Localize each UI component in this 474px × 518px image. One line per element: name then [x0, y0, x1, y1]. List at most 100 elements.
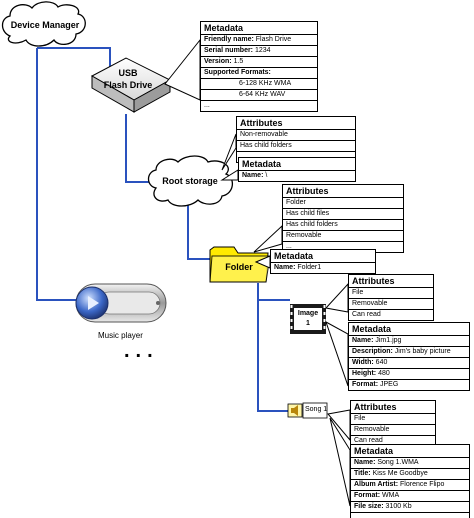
image-format-label: Format: [352, 381, 379, 388]
usb-version-label: Version: [204, 58, 232, 65]
song-metadata-header: Metadata [351, 445, 469, 458]
song-format-label: Format: [354, 492, 381, 499]
usb-formats-row: Supported Formats: [201, 68, 317, 79]
usb-version-row: Version: 1.5 [201, 57, 317, 68]
folder-metadata-box: Metadata Name: Folder1 [270, 249, 376, 274]
song-size-label: File size: [354, 503, 384, 510]
connector-folder-image [257, 283, 290, 301]
folder-name-row: Name: Folder1 [271, 263, 375, 273]
image-attributes-box: Attributes File Removable Can read [348, 274, 434, 321]
root-storage-cloud [147, 155, 233, 207]
image-attribute-3: Can read [352, 311, 381, 318]
song-node-frame [302, 402, 328, 419]
music-player-label: Music player [98, 331, 143, 340]
song-format-value: WMA [382, 492, 400, 499]
folder-name-value: Folder1 [297, 264, 322, 271]
root-attribute-1: Non-removable [237, 130, 355, 141]
folder-attribute-1: Folder [283, 198, 403, 209]
folder-label: Folder [225, 262, 253, 272]
image-name-label: Name: [352, 337, 374, 344]
image-attribute-1: File [349, 288, 433, 299]
usb-friendly-name-label: Friendly name: [204, 36, 254, 43]
root-metadata-box: Metadata Name: \ [238, 157, 356, 182]
connector-usb-root [125, 114, 150, 183]
folder-name-label: Name: [274, 264, 296, 271]
folder-metadata-header: Metadata [271, 250, 375, 263]
image-description-value: Jim's baby picture [394, 348, 451, 355]
image-name-row: Name: Jim1.jpg [349, 336, 469, 347]
song-format-row: Format: WMA [351, 491, 469, 502]
root-attributes-header: Attributes [237, 117, 355, 130]
image-file-label-line2: 1 [306, 320, 310, 327]
usb-metadata-box: Metadata Friendly name: Flash Drive Seri… [200, 21, 318, 112]
usb-serial-label: Serial number: [204, 47, 254, 54]
song-artist-value: Florence Flipo [400, 481, 445, 488]
image-description-row: Description: Jim's baby picture [349, 347, 469, 358]
image-format-value: JPEG [380, 381, 399, 388]
image-height-row: Height: 480 [349, 369, 469, 380]
image-format-row: Format: JPEG [349, 380, 469, 390]
folder-attribute-2: Has child files [283, 209, 403, 220]
folder-attribute-5: ... [286, 243, 292, 250]
root-storage-label: Root storage [162, 176, 218, 186]
folder-attribute-3: Has child folders [283, 220, 403, 231]
usb-metadata-header: Metadata [201, 22, 317, 35]
usb-format-2-row: 6-64 KHz WAV [201, 90, 317, 101]
song-artist-row: Album Artist: Florence Flipo [351, 480, 469, 491]
image-file-node [290, 304, 326, 334]
root-attributes-box: Attributes Non-removable Has child folde… [236, 116, 356, 163]
usb-drive-label-line2: Flash Drive [103, 80, 153, 90]
image-width-value: 640 [375, 359, 388, 366]
folder-attributes-header: Attributes [283, 185, 403, 198]
usb-friendly-name-value: Flash Drive [255, 36, 292, 43]
image-description-label: Description: [352, 348, 393, 355]
connector-folder-song [257, 300, 288, 412]
root-name-label: Name: [242, 172, 264, 179]
root-metadata-header: Metadata [239, 158, 355, 171]
song-more-row: ... [354, 514, 360, 518]
connector-root-folder [187, 203, 210, 260]
root-attribute-2: Has child folders [237, 141, 355, 152]
image-attribute-2: Removable [349, 299, 433, 310]
song-artist-label: Album Artist: [354, 481, 399, 488]
usb-more-row: ... [204, 102, 210, 109]
song-size-value: 3100 Kb [385, 503, 412, 510]
song-title-row: Title: Kiss Me Goodbye [351, 469, 469, 480]
connector-lines [36, 47, 290, 412]
image-height-label: Height: [352, 370, 377, 377]
root-name-row: Name: \ [239, 171, 355, 181]
device-manager-cloud [1, 1, 86, 47]
song-label: Song 1 [305, 406, 328, 413]
image-metadata-header: Metadata [349, 323, 469, 336]
folder-node [209, 246, 271, 283]
image-file-label: Image 1 [294, 309, 322, 329]
image-name-value: Jim1.jpg [375, 337, 402, 344]
usb-serial-value: 1234 [254, 47, 271, 54]
usb-drive-label-line1: USB [118, 68, 138, 78]
song-size-row: File size: 3100 Kb [351, 502, 469, 513]
usb-formats-label: Supported Formats: [204, 69, 271, 76]
song-name-value: Song 1.WMA [377, 459, 419, 466]
song-title-label: Title: [354, 470, 371, 477]
song-attribute-2: Removable [351, 425, 435, 436]
usb-format-1-row: 6-128 KHz WMA [201, 79, 317, 90]
image-file-label-line1: Image [297, 310, 319, 317]
song-attribute-1: File [351, 414, 435, 425]
song-name-row: Name: Song 1.WMA [351, 458, 469, 469]
image-height-value: 480 [378, 370, 390, 377]
song-attributes-header: Attributes [351, 401, 435, 414]
image-width-row: Width: 640 [349, 358, 469, 369]
connector-devicemanager-player [36, 48, 80, 301]
image-attributes-header: Attributes [349, 275, 433, 288]
device-manager-label: Device Manager [10, 20, 80, 30]
image-metadata-box: Metadata Name: Jim1.jpg Description: Jim… [348, 322, 470, 391]
usb-version-value: 1.5 [233, 58, 244, 65]
root-name-value: \ [265, 172, 268, 179]
folder-attribute-4: Removable [283, 231, 403, 242]
speaker-icon [287, 403, 303, 418]
more-devices-ellipsis: ... [124, 340, 159, 362]
song-metadata-box: Metadata Name: Song 1.WMA Title: Kiss Me… [350, 444, 470, 518]
song-title-value: Kiss Me Goodbye [372, 470, 428, 477]
